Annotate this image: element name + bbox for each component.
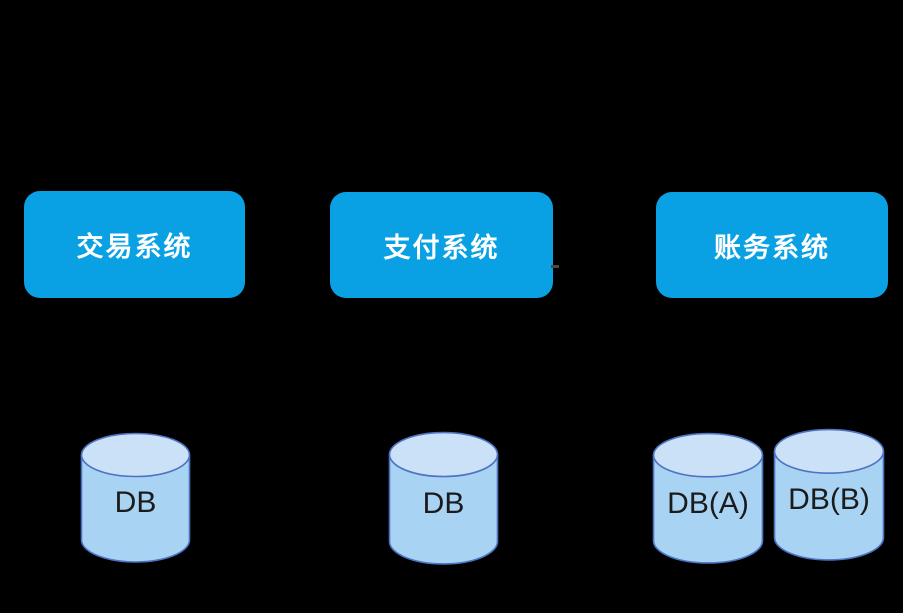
system-box-payment: 支付系统 <box>330 192 553 298</box>
db-label: DB <box>114 486 157 519</box>
connector-dash-artifact <box>551 265 559 268</box>
db-label: DB <box>422 486 465 520</box>
system-box-payment-label: 支付系统 <box>383 232 500 263</box>
db-cylinder-payment: DB <box>388 431 499 566</box>
system-box-trading: 交易系统 <box>24 191 245 298</box>
db-label: DB(B) <box>788 483 870 516</box>
db-cylinder-trading: DB <box>80 432 191 564</box>
cylinder-icon <box>388 431 499 565</box>
db-cylinder-accounting-b: DB(B) <box>773 428 885 562</box>
system-box-accounting: 账务系统 <box>656 192 888 298</box>
db-label: DB(A) <box>667 486 749 520</box>
system-box-trading-label: 交易系统 <box>76 232 193 262</box>
system-box-accounting-label: 账务系统 <box>714 232 830 263</box>
db-cylinder-accounting-a: DB(A) <box>652 432 764 565</box>
cylinder-icon <box>80 432 191 563</box>
cylinder-icon <box>652 432 764 564</box>
cylinder-icon <box>773 428 885 561</box>
